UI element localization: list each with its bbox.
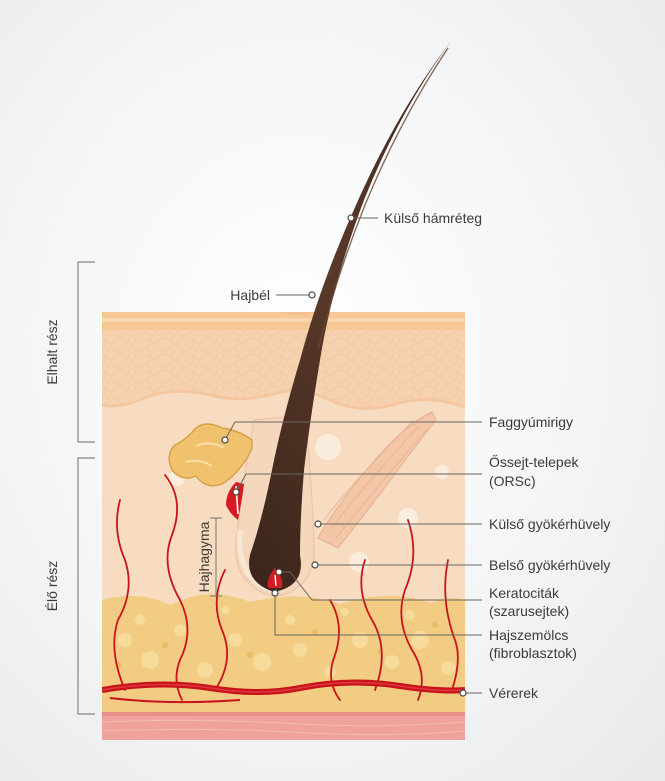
keratinocytes-label-line2: (szarusejtek) [489,603,569,619]
arrector-muscle [317,411,437,549]
living-part-bracket [77,457,95,715]
hair-bulb-label: Hajhagyma [196,521,212,592]
blood-vessels-label: Vérerek [489,685,539,701]
leader-dots [221,214,467,697]
stem-cell-label-line2: (ORSc) [489,473,536,489]
sebaceous-gland-label: Faggyúmirigy [489,414,573,430]
sebaceous-gland [168,423,253,487]
inner-root-sheath-label: Belső gyökérhüvely [489,557,610,573]
hypodermis-layer [102,712,465,740]
hair-shaft [249,40,452,592]
papilla-label-line2: (fibroblasztok) [489,645,577,661]
medulla-label: Hajbél [230,287,270,303]
dead-part-label: Elhalt rész [44,319,60,384]
living-part-label: Élő rész [44,561,60,612]
keratinocytes-label-line1: Keratociták [489,585,560,601]
capillaries [113,474,459,701]
outer-cuticle-label: Külső hámréteg [384,210,482,226]
stem-cell-label-line1: Őssejt-telepek [489,454,579,470]
papilla-label-line1: Hajszemölcs [489,627,568,643]
leader-lines [224,217,482,694]
hair-bulb-bracket [210,517,222,597]
outer-root-sheath-label: Külső gyökérhüvely [489,516,610,532]
dead-part-bracket [77,261,95,443]
